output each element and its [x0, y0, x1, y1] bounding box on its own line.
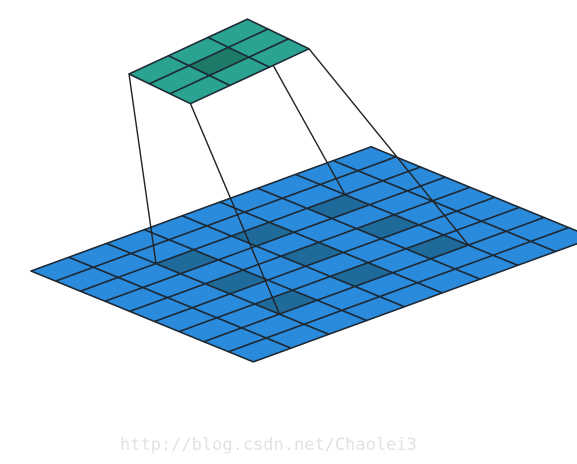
projection-line — [128, 73, 157, 264]
watermark-text: http://blog.csdn.net/Chaolei3 — [120, 435, 417, 455]
projection-line — [308, 48, 470, 246]
projection-line — [189, 103, 281, 315]
input-feature-map — [30, 146, 577, 363]
output-feature-map — [128, 18, 310, 105]
input-cell — [530, 226, 577, 253]
output-cell — [248, 38, 310, 68]
